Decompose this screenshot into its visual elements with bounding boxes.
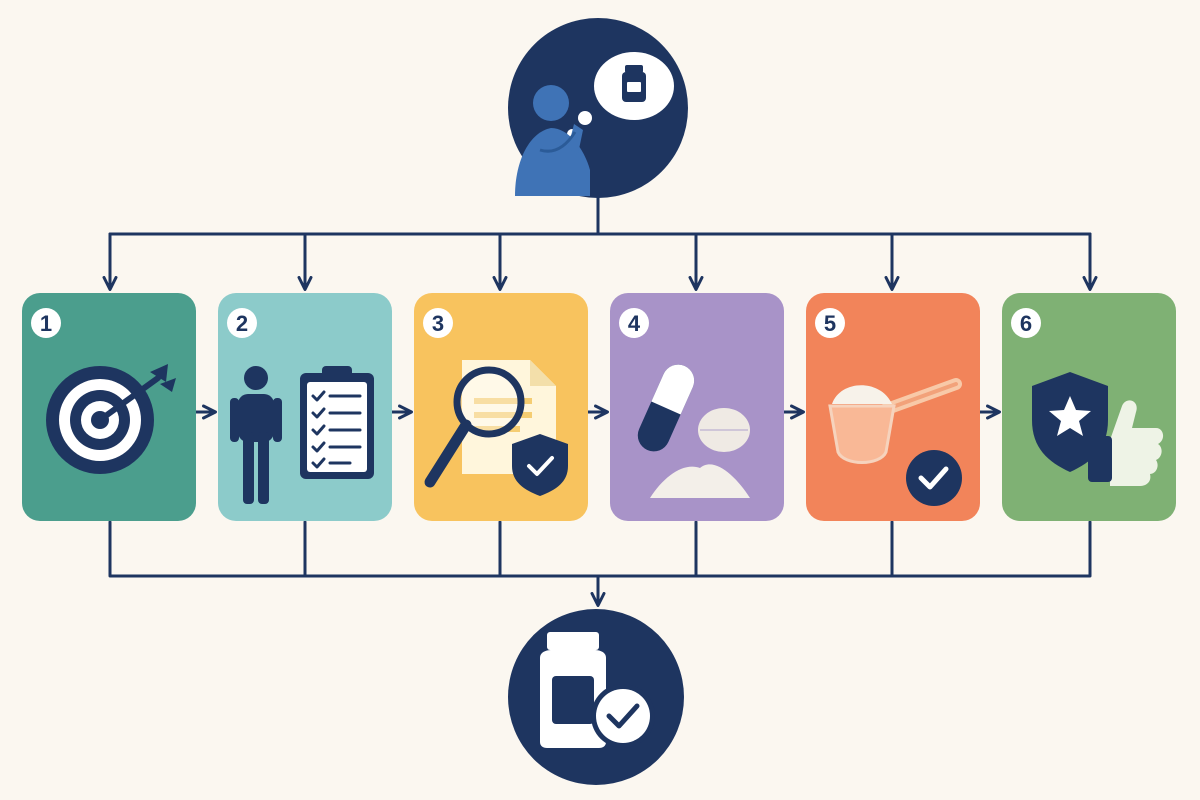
step-card-1: 1 xyxy=(22,293,196,521)
capsule-tablet-powder-icon xyxy=(637,364,750,498)
step-badge-1 xyxy=(31,308,61,338)
shield-star-thumbs-up-icon xyxy=(1032,372,1164,486)
person-thinking-about-supplement-icon xyxy=(515,52,674,196)
powder-scoop-check-icon xyxy=(828,378,962,506)
connector-lines xyxy=(102,196,1098,607)
step-number-2: 2 xyxy=(236,311,248,336)
step-number-4: 4 xyxy=(628,311,641,336)
step-badge-6 xyxy=(1011,308,1041,338)
end-node xyxy=(508,609,684,785)
supplement-bottle-checkmark-icon xyxy=(540,632,655,748)
start-node xyxy=(508,18,688,198)
step-card-2: 2 xyxy=(218,293,392,521)
step-badge-2 xyxy=(227,308,257,338)
step-badge-4 xyxy=(619,308,649,338)
step-card-5: 5 xyxy=(806,293,980,521)
document-search-shield-icon xyxy=(424,360,568,496)
step-card-6: 6 xyxy=(1002,293,1176,521)
step-card-4: 4 xyxy=(610,293,784,521)
step-number-6: 6 xyxy=(1020,311,1032,336)
step-badge-5 xyxy=(815,308,845,338)
step-number-1: 1 xyxy=(40,311,52,336)
step-card-3: 3 xyxy=(414,293,588,521)
top-distribution-line xyxy=(108,196,1092,236)
step-badge-3 xyxy=(423,308,453,338)
target-icon xyxy=(46,364,176,474)
person-checklist-icon xyxy=(230,366,374,504)
bottom-collection-line xyxy=(108,520,1092,578)
step-number-3: 3 xyxy=(432,311,444,336)
step-number-5: 5 xyxy=(824,311,836,336)
